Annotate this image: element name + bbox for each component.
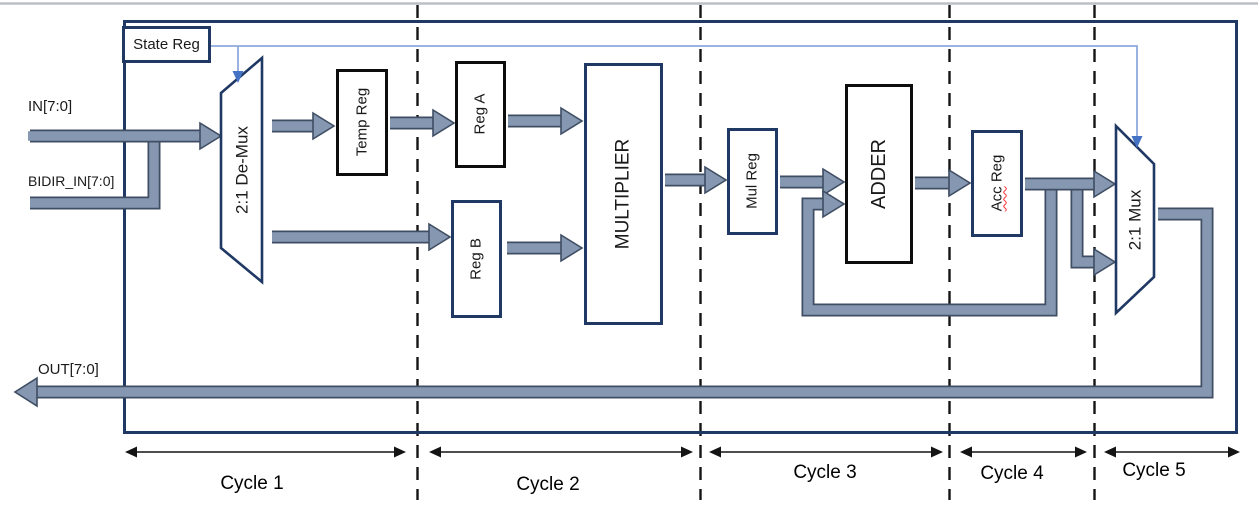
reg-a-label: Reg A xyxy=(471,93,489,135)
reg-b-label: Reg B xyxy=(467,238,485,280)
out-bus-label: OUT[7:0] xyxy=(38,361,99,378)
bidir-in-bus-label: BIDIR_IN[7:0] xyxy=(28,173,115,189)
cycle-3-span xyxy=(709,446,943,458)
state-reg-label: State Reg xyxy=(133,36,200,53)
demux-to-tempreg-arrow xyxy=(272,111,336,141)
statereg-control-line xyxy=(211,45,1143,148)
cycle-2-label: Cycle 2 xyxy=(516,474,580,495)
temp-reg-label: Temp Reg xyxy=(353,87,371,157)
mux-shape xyxy=(1114,122,1156,317)
mul-reg-box xyxy=(727,128,778,235)
cycle-1-label: Cycle 1 xyxy=(220,473,284,494)
acc-reg-label-word1: Acc xyxy=(988,186,1006,212)
acc-feedback-to-adder xyxy=(801,180,1058,317)
multiplier-box xyxy=(584,63,663,325)
bidir-in-bus xyxy=(30,140,161,210)
rega-to-multiplier-arrow xyxy=(508,106,584,136)
cycle-4-span xyxy=(960,446,1087,458)
adder-box xyxy=(845,84,913,264)
cycle-3-label: Cycle 3 xyxy=(793,462,857,483)
regb-to-multiplier-arrow xyxy=(507,233,584,263)
multiplier-label: MULTIPLIER xyxy=(612,138,634,250)
cycle-1-span xyxy=(125,446,406,458)
in-bus-label: IN[7:0] xyxy=(28,98,73,115)
datapath-boundary-box xyxy=(123,20,1238,434)
acc-reg-box xyxy=(971,130,1023,237)
in-bus-arrow xyxy=(28,121,223,151)
cycle-4-label: Cycle 4 xyxy=(980,463,1044,484)
mux-label: 2:1 Mux xyxy=(1125,189,1145,251)
demux-shape xyxy=(219,55,264,285)
adder-label: ADDER xyxy=(868,138,890,210)
acc-reg-label-word2: Reg xyxy=(988,154,1006,183)
reg-a-box xyxy=(455,61,506,168)
control-arrowhead-mux xyxy=(1131,136,1143,148)
tempreg-to-rega-arrow xyxy=(390,108,456,138)
cycle-5-label: Cycle 5 xyxy=(1122,460,1186,481)
state-reg-box: State Reg xyxy=(122,26,211,63)
acc-reg-label: Acc Reg xyxy=(988,154,1006,212)
mulreg-to-adder-arrow xyxy=(780,167,846,197)
accreg-to-mux-lower-arrow xyxy=(1070,180,1117,277)
accreg-to-mux-upper-arrow xyxy=(1025,169,1117,199)
reg-b-box xyxy=(451,200,502,318)
multiplier-to-mulreg-arrow xyxy=(665,165,728,195)
mux-to-out-bus xyxy=(13,207,1214,408)
demux-label: 2:1 De-Mux xyxy=(232,126,252,214)
cycle-2-span xyxy=(429,446,693,458)
mul-reg-label: Mul Reg xyxy=(743,153,761,209)
demux-to-regb-arrow xyxy=(272,222,452,252)
adder-to-accreg-arrow xyxy=(915,168,972,198)
temp-reg-box xyxy=(336,69,388,176)
control-arrowhead-demux xyxy=(232,71,244,83)
cycle-5-span xyxy=(1104,446,1240,458)
